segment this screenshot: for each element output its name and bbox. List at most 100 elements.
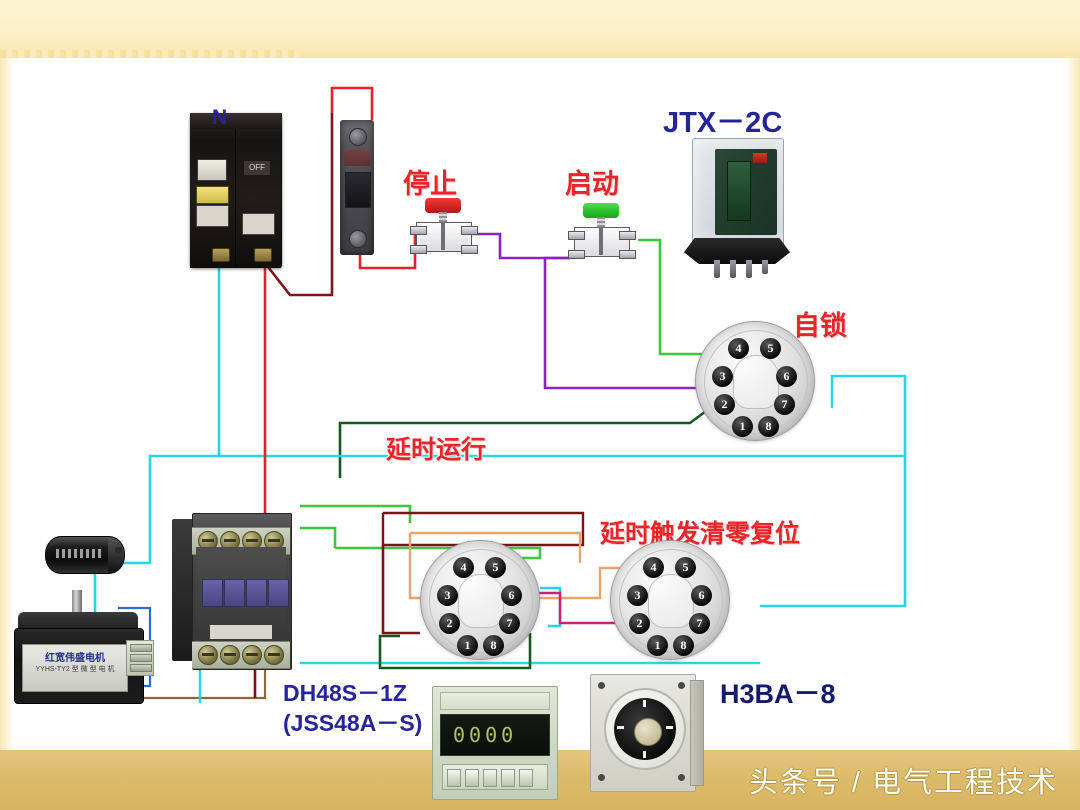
breaker-pole-right: OFF — [236, 113, 281, 268]
wire-purple-start-to-socket3 — [543, 256, 700, 390]
start-push-button[interactable] — [566, 203, 636, 259]
start-button-plunger — [599, 227, 603, 255]
contactor-din-clip — [172, 519, 194, 661]
socket-pin-7[interactable]: 7 — [689, 613, 710, 634]
stop-button-stem — [439, 212, 447, 224]
socket-pin-7[interactable]: 7 — [499, 613, 520, 634]
analog-timer-dial[interactable] — [604, 688, 686, 770]
socket-pin-2[interactable]: 2 — [439, 613, 460, 634]
socket-pin-6[interactable]: 6 — [691, 585, 712, 606]
stop-terminal-tr — [461, 226, 478, 235]
socket-pin-4[interactable]: 4 — [728, 338, 749, 359]
contactor-screw-b4[interactable] — [264, 645, 284, 665]
fuse-screw-bottom — [349, 230, 367, 248]
socket-pin-2[interactable]: 2 — [714, 394, 735, 415]
wire-darkgreen-lower — [378, 633, 532, 670]
socket-pin-6[interactable]: 6 — [501, 585, 522, 606]
dial-mark-top — [643, 700, 646, 707]
contactor-nameplate — [210, 625, 272, 639]
socket-pin-4[interactable]: 4 — [643, 557, 664, 578]
breaker-grey-label — [196, 205, 229, 227]
analog-timer-scale-ring — [614, 698, 676, 760]
socket-pin-8[interactable]: 8 — [483, 635, 504, 656]
page-right-border — [1066, 58, 1080, 750]
motor-terminal-block — [126, 640, 154, 676]
self-lock-label: 自锁 — [793, 311, 847, 341]
timer-dip-5[interactable] — [519, 769, 533, 787]
wire-orange-link — [408, 533, 630, 600]
timer-upper-panel — [440, 692, 550, 710]
socket-pin-5[interactable]: 5 — [760, 338, 781, 359]
socket-pin-3[interactable]: 3 — [712, 366, 733, 387]
socket-keyway — [733, 355, 779, 409]
socket-pin-2[interactable]: 2 — [629, 613, 650, 634]
socket-pin-7[interactable]: 7 — [774, 394, 795, 415]
timer-dip-2[interactable] — [465, 769, 479, 787]
stop-terminal-tl — [410, 226, 427, 235]
start-button-label: 启动 — [565, 169, 619, 199]
wire-layer — [93, 86, 907, 703]
dial-mark-right — [666, 726, 673, 729]
socket-keyway — [458, 574, 504, 628]
capacitor-lug-1 — [115, 547, 122, 553]
h3ba-analog-timer[interactable] — [590, 674, 704, 792]
analog-timer-knob[interactable] — [634, 718, 662, 746]
diagram-canvas: OFF N 停止 启动 — [0, 58, 1080, 800]
page-left-border — [0, 58, 14, 750]
motor-terminal-3 — [130, 664, 152, 672]
timer-dip-3[interactable] — [483, 769, 497, 787]
relay-pin-3 — [746, 260, 752, 278]
dh48s-digital-timer[interactable]: 0000 — [432, 686, 558, 800]
socket-pin-3[interactable]: 3 — [627, 585, 648, 606]
timer-dip-4[interactable] — [501, 769, 515, 787]
breaker-lug-neutral — [212, 248, 230, 262]
wire-cyan-neutral-bus — [219, 374, 907, 458]
contactor-screw-b1[interactable] — [198, 645, 218, 665]
breaker-lug-live — [254, 248, 272, 262]
socket-pin-5[interactable]: 5 — [485, 557, 506, 578]
timer-corner-hole-bl — [598, 774, 605, 781]
start-button-cap[interactable] — [583, 203, 619, 218]
socket-ring — [619, 549, 723, 653]
timer-digits: 0000 — [453, 723, 518, 747]
socket-pin-1[interactable]: 1 — [732, 416, 753, 437]
jtx-2c-relay[interactable] — [684, 138, 790, 278]
contactor-screw-b3[interactable] — [242, 645, 262, 665]
breaker-grey-label-2 — [242, 213, 275, 235]
stop-button-cap[interactable] — [425, 198, 461, 213]
contactor-indicator-2 — [224, 579, 245, 607]
socket-pin-5[interactable]: 5 — [675, 557, 696, 578]
timer-dip-switches[interactable] — [442, 764, 548, 790]
socket-keyway — [648, 574, 694, 628]
motor-terminal-1 — [130, 644, 152, 652]
start-terminal-br — [619, 250, 636, 259]
relay-clear-cover — [692, 138, 784, 244]
socket-pin-1[interactable]: 1 — [647, 635, 668, 656]
fuse-holder[interactable] — [340, 120, 374, 255]
ac-contactor[interactable] — [172, 513, 292, 670]
socket-ring — [704, 330, 808, 434]
stop-button-plunger — [441, 222, 445, 250]
timer-dip-1[interactable] — [447, 769, 461, 787]
capacitor-printing — [56, 549, 102, 558]
socket-pin-1[interactable]: 1 — [457, 635, 478, 656]
socket-pin-8[interactable]: 8 — [673, 635, 694, 656]
stop-push-button[interactable] — [408, 198, 478, 254]
relay-model-label: JTX－2C — [663, 107, 783, 139]
wire-green-contactor-out — [300, 504, 412, 523]
breaker-top-shell — [190, 113, 282, 129]
wire-darkred-left-drop — [381, 545, 420, 635]
contactor-screw-b2[interactable] — [220, 645, 240, 665]
motor-terminal-2 — [130, 654, 152, 662]
circuit-breaker[interactable]: OFF — [190, 113, 282, 268]
wire-darkgreen-selflock-return — [338, 409, 707, 478]
socket-pin-3[interactable]: 3 — [437, 585, 458, 606]
socket-pin-6[interactable]: 6 — [776, 366, 797, 387]
wire-green-start-to-socket2 — [638, 238, 705, 356]
socket-pin-8[interactable]: 8 — [758, 416, 779, 437]
socket-pin-4[interactable]: 4 — [453, 557, 474, 578]
